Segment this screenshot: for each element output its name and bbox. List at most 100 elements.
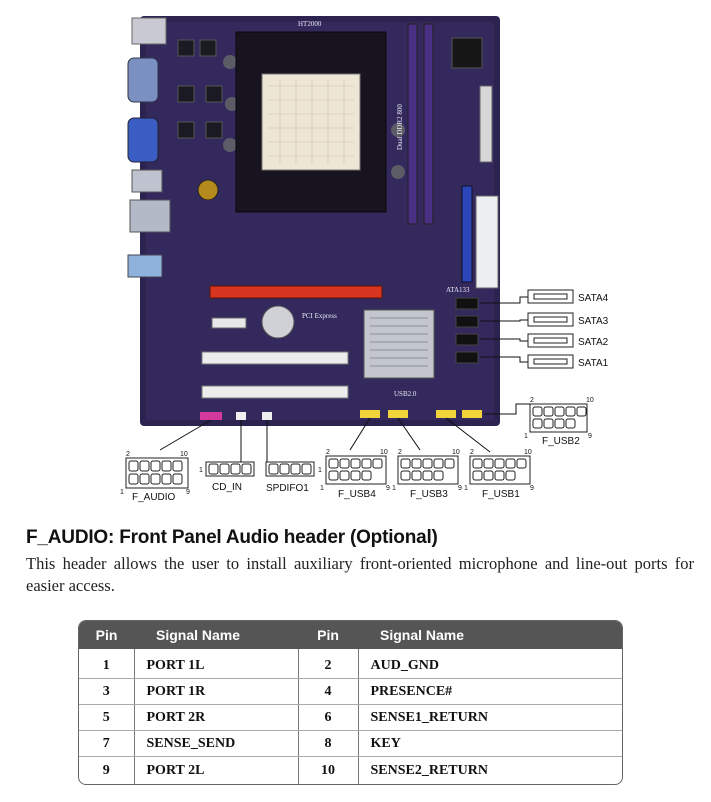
- f-usb1-pin10: 10: [524, 449, 532, 456]
- cpu-socket: [261, 73, 361, 171]
- ps2-port: [131, 17, 167, 45]
- f-usb4-header-board: [360, 410, 380, 418]
- f-audio-label: F_AUDIO: [132, 492, 176, 503]
- f-usb2-pin-header: [529, 403, 588, 433]
- cd-in-pin1: 1: [199, 467, 203, 474]
- f-audio-pin9: 9: [186, 489, 190, 496]
- pin-cell: 10: [298, 756, 359, 784]
- dimm-slot-2: [423, 23, 434, 225]
- header-pin-1: Pin: [79, 621, 134, 649]
- audio-jacks: [127, 254, 163, 278]
- usb-port-rear: [131, 169, 163, 193]
- signal-cell: SENSE_SEND: [134, 730, 299, 757]
- signal-cell: SENSE1_RETURN: [358, 704, 622, 731]
- cd-in-header-board: [236, 412, 246, 420]
- ide-connector: [461, 185, 473, 283]
- lan-port: [129, 199, 171, 233]
- f-usb3-header-board: [388, 410, 408, 418]
- pcie-x16-slot: [209, 285, 383, 299]
- cmos-battery: [261, 305, 295, 339]
- cd-in-pin-header: [205, 461, 255, 477]
- f-audio-header-board: [200, 412, 222, 420]
- f-usb3-pin2: 2: [398, 449, 402, 456]
- section-title: F_AUDIO: Front Panel Audio header (Optio…: [26, 527, 438, 548]
- signal-cell: PORT 1R: [134, 678, 299, 705]
- pin-cell: 5: [79, 704, 135, 731]
- pin-assignment-table: Pin Signal Name Pin Signal Name 1 PORT 1…: [78, 620, 623, 785]
- sata2-label: SATA2: [578, 337, 609, 348]
- pin-cell: 7: [79, 730, 135, 757]
- f-audio-pin-header: [125, 457, 189, 489]
- f-usb1-pin-header: [469, 455, 531, 485]
- table-header-row: Pin Signal Name Pin Signal Name: [79, 621, 622, 649]
- pin-cell: 3: [79, 678, 135, 705]
- cd-in-label: CD_IN: [212, 482, 242, 493]
- capacitor: [197, 179, 219, 201]
- board-model-text: HT2000: [298, 20, 322, 28]
- f-usb2-label: F_USB2: [542, 436, 580, 447]
- pin-cell: 6: [298, 704, 359, 731]
- f-usb4-label: F_USB4: [338, 489, 376, 500]
- memory-text: Dual DDR2 800: [396, 104, 404, 150]
- pin-cell: 4: [298, 678, 359, 705]
- table-row: 5 PORT 2R 6 SENSE1_RETURN: [79, 704, 622, 731]
- serial-port: [127, 57, 159, 103]
- header-signal-2: Signal Name: [358, 621, 622, 649]
- connector-strip: [479, 85, 493, 163]
- sata4-label: SATA4: [578, 293, 609, 304]
- table-row: 3 PORT 1R 4 PRESENCE#: [79, 678, 622, 705]
- f-usb3-label: F_USB3: [410, 489, 448, 500]
- dimm-slot-1: [407, 23, 418, 225]
- f-usb1-pin2: 2: [470, 449, 474, 456]
- f-usb3-pin1: 1: [392, 485, 396, 492]
- sata-callouts: [527, 289, 574, 369]
- vga-port: [127, 117, 159, 163]
- f-usb2-pin1: 1: [524, 433, 528, 440]
- f-usb4-pin-header: [325, 455, 387, 485]
- atx-power-connector: [475, 195, 499, 289]
- pin-cell: 8: [298, 730, 359, 757]
- f-usb3-pin9: 9: [458, 485, 462, 492]
- f-audio-pin10: 10: [180, 451, 188, 458]
- f-usb1-pin1: 1: [464, 485, 468, 492]
- sata1-label: SATA1: [578, 358, 609, 369]
- f-usb4-pin2: 2: [326, 449, 330, 456]
- f-usb1-header-board: [436, 410, 456, 418]
- pci-slot-1: [201, 351, 349, 365]
- ata-text: ATA133: [446, 286, 470, 294]
- signal-cell: PRESENCE#: [358, 678, 622, 705]
- spdifo1-pin1: 1: [318, 467, 322, 474]
- pci-express-text: PCI Express: [302, 312, 337, 320]
- f-usb2-header-board: [462, 410, 482, 418]
- pin-cell: 2: [298, 649, 359, 679]
- f-usb1-label: F_USB1: [482, 489, 520, 500]
- f-usb2-pin9: 9: [588, 433, 592, 440]
- signal-cell: KEY: [358, 730, 622, 757]
- header-pin-2: Pin: [298, 621, 358, 649]
- table-row: 7 SENSE_SEND 8 KEY: [79, 730, 622, 757]
- signal-cell: PORT 2L: [134, 756, 299, 784]
- f-audio-pin2: 2: [126, 451, 130, 458]
- signal-cell: PORT 1L: [134, 649, 299, 679]
- f-usb4-pin10: 10: [380, 449, 388, 456]
- table-row: 1 PORT 1L 2 AUD_GND: [79, 649, 622, 679]
- f-usb4-pin1: 1: [320, 485, 324, 492]
- f-usb2-pin2: 2: [530, 397, 534, 404]
- chipset-heatsink: [363, 309, 435, 379]
- motherboard-diagram: HT2000 Dual DDR2 800 ATA133 PCI Express …: [120, 16, 609, 503]
- header-signal-1: Signal Name: [134, 621, 298, 649]
- sata3-label: SATA3: [578, 316, 609, 327]
- pin-cell: 9: [79, 756, 135, 784]
- f-usb1-pin9: 9: [530, 485, 534, 492]
- pcie-x1-slot: [211, 317, 247, 329]
- pci-slot-2: [201, 385, 349, 399]
- f-usb3-pin-header: [397, 455, 459, 485]
- f-usb4-pin9: 9: [386, 485, 390, 492]
- f-usb2-pin10: 10: [586, 397, 594, 404]
- signal-cell: SENSE2_RETURN: [370, 762, 488, 778]
- f-usb3-pin10: 10: [452, 449, 460, 456]
- signal-cell: PORT 2R: [134, 704, 299, 731]
- spdifo1-header-board: [262, 412, 272, 420]
- section-description: This header allows the user to install a…: [26, 554, 694, 595]
- spdifo1-label: SPDIFO1: [266, 483, 309, 494]
